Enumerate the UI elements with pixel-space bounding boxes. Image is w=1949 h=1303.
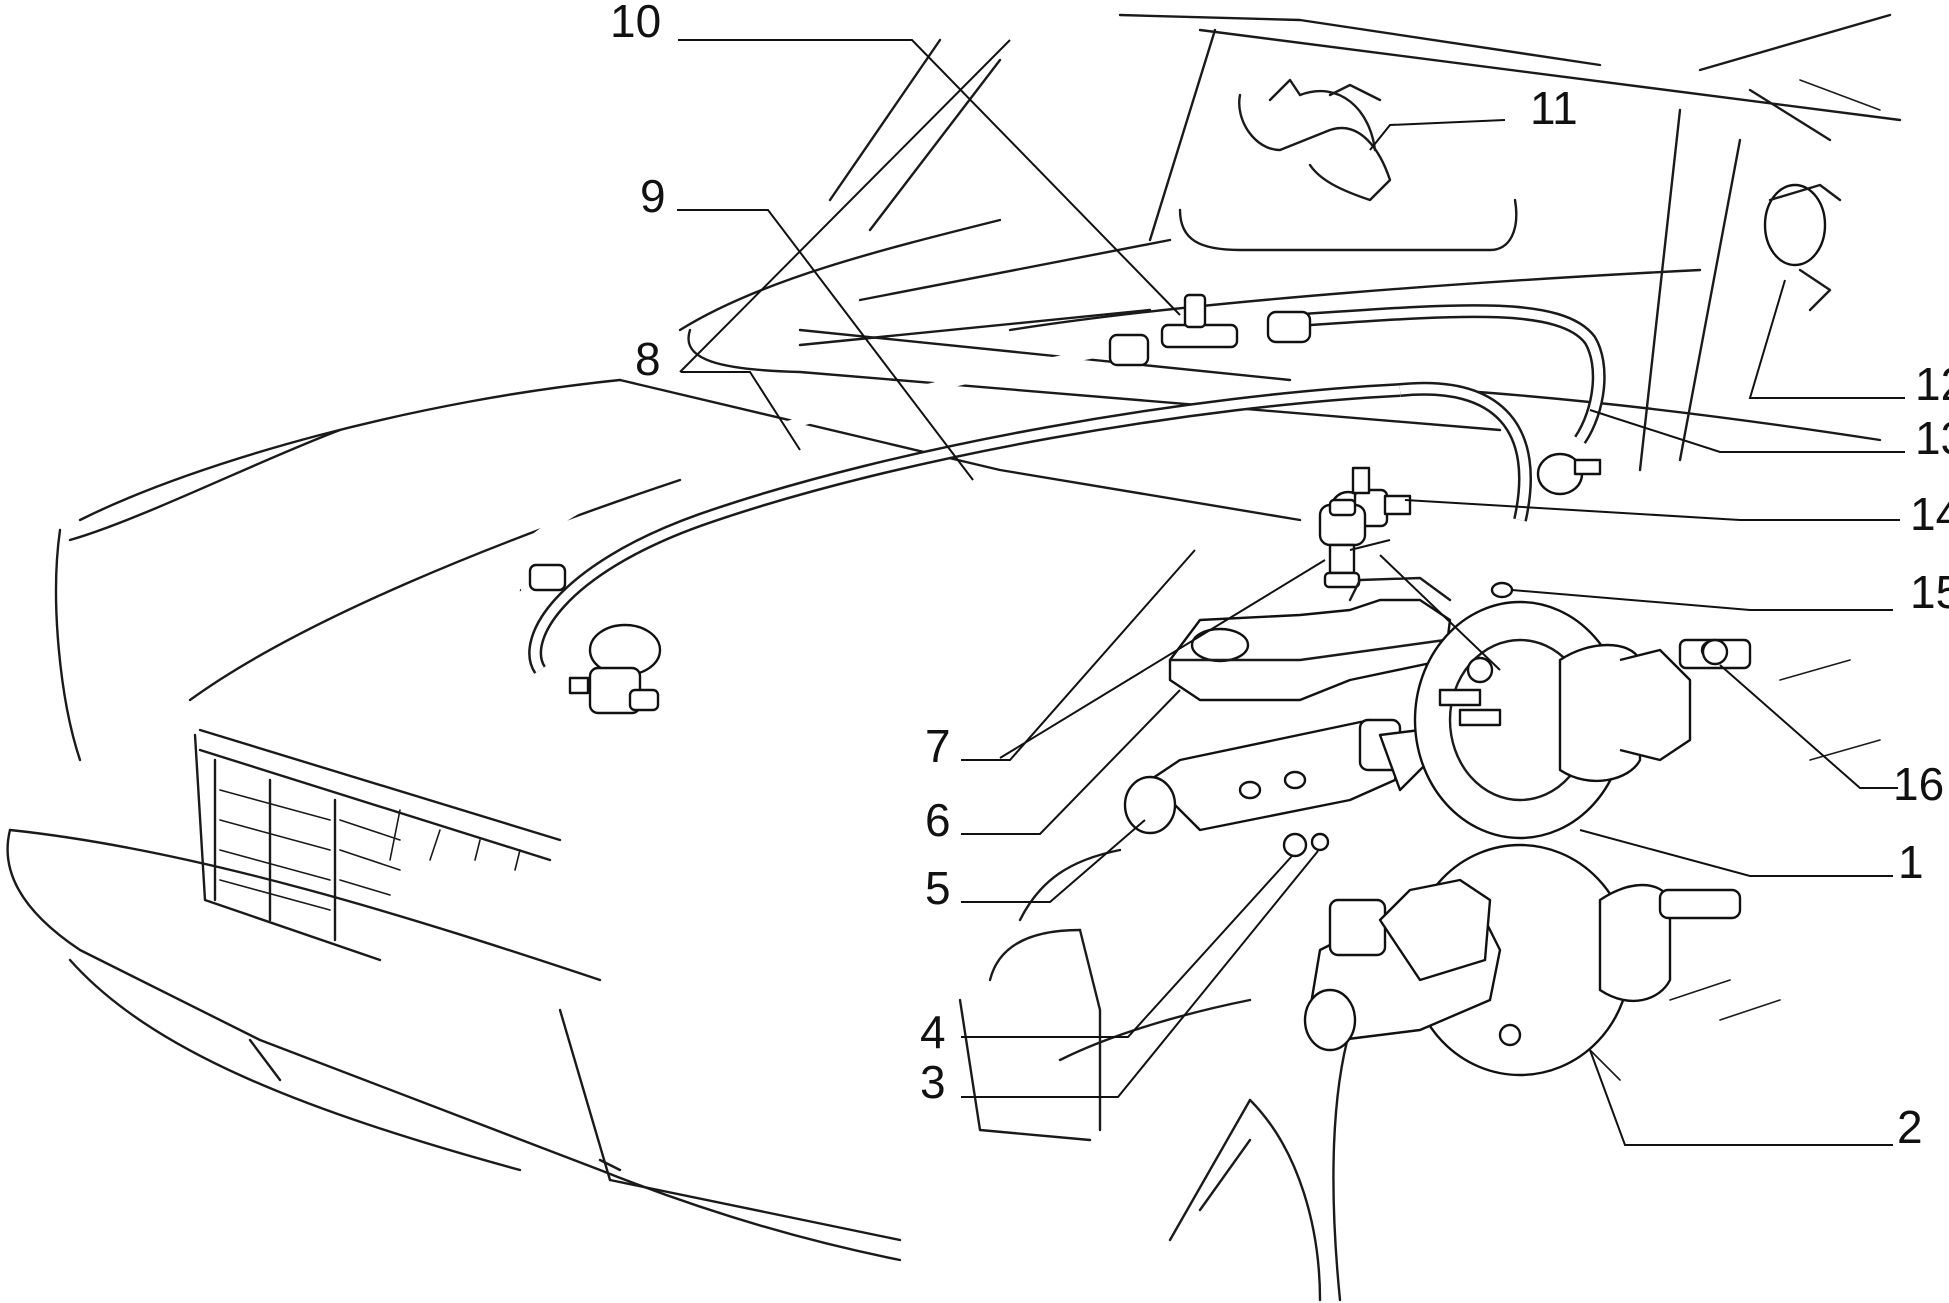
callout-2: 2 [1897, 1101, 1923, 1153]
nut [1282, 832, 1308, 858]
callout-15: 15 [1910, 566, 1949, 618]
vacuum-hose-right [1266, 304, 1606, 496]
callout-10: 10 [610, 0, 661, 47]
hose-clamp [1178, 78, 1518, 252]
callout-14: 14 [1910, 488, 1949, 540]
brake-fluid-reservoir [1168, 576, 1452, 702]
callout-9: 9 [640, 170, 666, 222]
callout-16: 16 [1893, 758, 1944, 810]
t-connector [1160, 293, 1239, 349]
vacuum-hose-long [499, 345, 1117, 595]
washer [1310, 832, 1330, 852]
callout-13: 13 [1915, 412, 1949, 464]
callout-5: 5 [925, 862, 951, 914]
callout-3: 3 [920, 1056, 946, 1108]
hose-sleeve [1108, 333, 1150, 367]
callout-labels: 10 11 9 8 12 13 14 15 7 16 6 1 5 4 3 2 [610, 0, 1949, 1153]
leader-lines [677, 39, 1905, 1146]
callout-6: 6 [925, 794, 951, 846]
callout-1: 1 [1898, 836, 1924, 888]
brake-master-cylinder [1123, 718, 1432, 835]
brake-booster-assembly [1303, 843, 1742, 1077]
reservoir-cap [1318, 498, 1367, 589]
clip-15 [1490, 581, 1514, 599]
washer-16 [1701, 638, 1729, 666]
callout-8: 8 [635, 333, 661, 385]
callout-12: 12 [1915, 358, 1949, 410]
callout-11: 11 [1530, 82, 1578, 134]
vacuum-valve-left [568, 623, 662, 715]
callout-7: 7 [925, 720, 951, 772]
callout-4: 4 [920, 1006, 946, 1058]
car-body-outline [6, 13, 1902, 1302]
clamp-12 [1763, 183, 1842, 312]
vacuum-hose-main [528, 381, 1532, 674]
